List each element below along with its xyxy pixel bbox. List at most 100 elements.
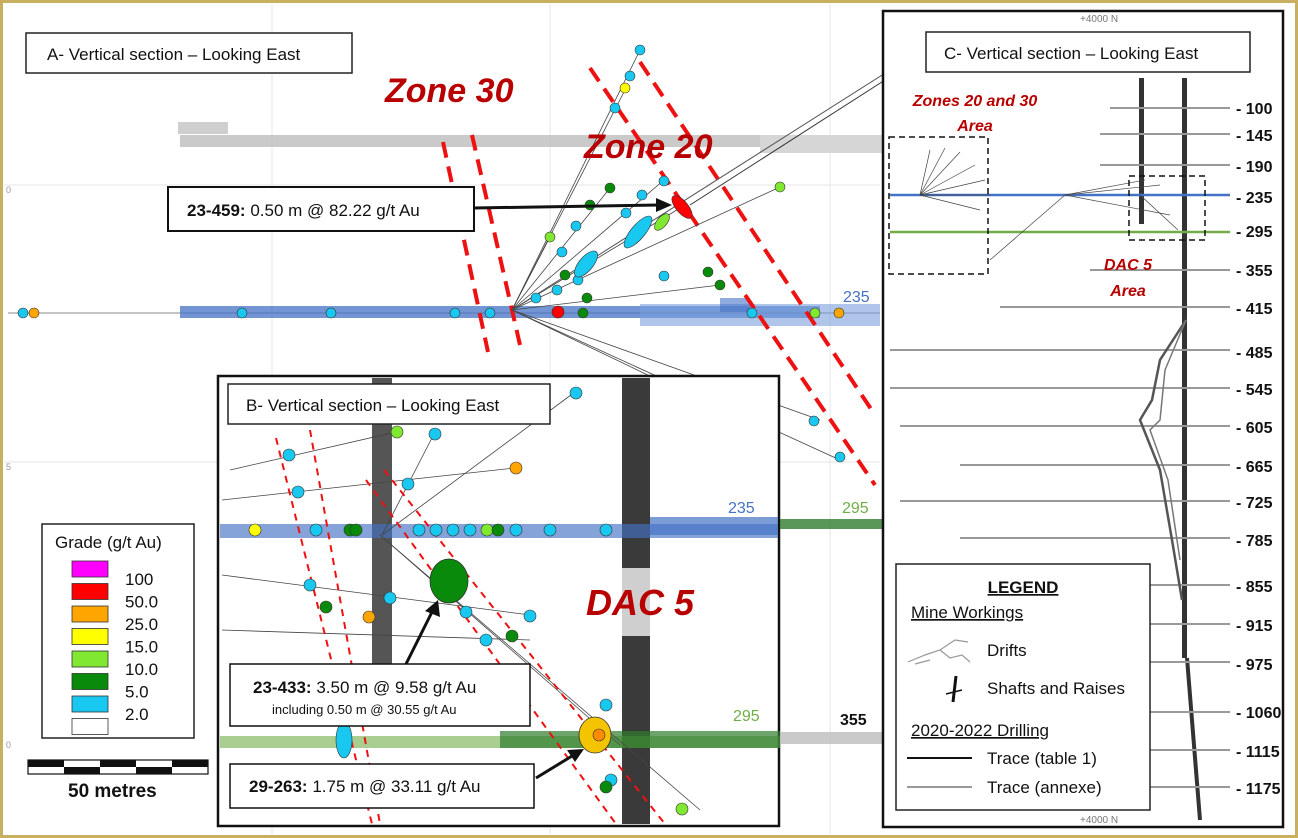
panel-c-title-box <box>925 31 1251 73</box>
panel-c-level-label: - 1060 <box>1236 705 1281 722</box>
grade-label: 15.0 <box>125 638 158 657</box>
panel-c-level-label: - 1175 <box>1236 781 1281 798</box>
grade-label: 2.0 <box>125 705 149 724</box>
panel-b-frame <box>216 374 781 828</box>
zone-20-boundary-lines <box>588 60 877 487</box>
panel-b: B- Vertical section – Looking East 235 2… <box>216 374 781 828</box>
svg-text:23-459: 0.50 m @ 82.22 g/t Au: 23-459: 0.50 m @ 82.22 g/t Au <box>187 201 420 220</box>
legend-trace-table1: Trace (table 1) <box>987 749 1097 768</box>
callout-23-433: 23-433: 3.50 m @ 9.58 g/t Au including 0… <box>229 600 531 727</box>
grid-tick-0: 0 <box>6 185 11 195</box>
panel-c-title: C- Vertical section – Looking East <box>944 44 1198 63</box>
panel-c-grid-top-label: +4000 N <box>1080 14 1118 25</box>
zones-20-30-area-label-line2: Area <box>956 118 993 135</box>
legend-shafts-raises: Shafts and Raises <box>987 679 1125 698</box>
panel-c-level-label: - 145 <box>1236 128 1273 145</box>
grade-label: 25.0 <box>125 615 158 634</box>
dac-5-area-label-line2: Area <box>1109 283 1146 300</box>
grade-label: 10.0 <box>125 660 158 679</box>
panel-a-assay-points <box>17 44 846 463</box>
grade-swatch <box>71 628 109 645</box>
panel-c-level-label: - 785 <box>1236 533 1273 550</box>
panel-link-line <box>689 79 886 206</box>
panel-b-shaft-gap <box>622 568 650 636</box>
zone-30-label: Zone 30 <box>384 72 514 110</box>
panel-a-level-235-label: 235 <box>843 289 870 306</box>
dac-5-area-label-line1: DAC 5 <box>1104 257 1153 274</box>
callout-29-263-value: 1.75 m @ 33.11 g/t Au <box>308 777 481 796</box>
panel-a-level-355-label: 355 <box>840 712 867 729</box>
mine-legend: LEGEND Mine Workings Drifts Shafts and R… <box>895 563 1151 811</box>
callout-23-433-value: 3.50 m @ 9.58 g/t Au <box>312 678 477 697</box>
panel-c-level-label: - 235 <box>1236 190 1273 207</box>
panel-c-level-label: - 190 <box>1236 159 1273 176</box>
panel-c-level-labels: - 100 - 145 - 190 - 235 - 295 - 355 - 415 - 485… <box>1236 101 1281 798</box>
legend-title: LEGEND <box>988 578 1059 597</box>
panel-c-level-label: - 855 <box>1236 579 1273 596</box>
grade-swatch <box>71 583 109 600</box>
panel-b-level-235-label: 235 <box>728 500 755 517</box>
panel-a-intercept-ellipses <box>574 195 693 278</box>
zones-20-30-area-box <box>888 136 989 275</box>
grade-label: 5.0 <box>125 683 149 702</box>
grade-swatch <box>71 673 109 690</box>
grade-legend-rows: 100 50.0 25.0 15.0 10.0 5.0 2.0 <box>71 560 158 735</box>
panel-c-grid-bottom-label: +4000 N <box>1080 815 1118 826</box>
grade-swatch <box>71 718 109 735</box>
scale-bar-label: 50 metres <box>68 781 157 802</box>
panel-c-drill-traces <box>919 147 1179 261</box>
callout-23-459-value: 0.50 m @ 82.22 g/t Au <box>246 201 420 220</box>
grid-tick-0b: 0 <box>6 740 11 750</box>
panel-c-level-label: - 100 <box>1236 101 1273 118</box>
panel-c-level-label: - 1115 <box>1236 744 1280 761</box>
legend-mine-workings: Mine Workings <box>911 603 1023 622</box>
shafts-raises-icon <box>945 675 963 703</box>
grade-swatch <box>71 560 109 578</box>
panel-c-level-label: - 725 <box>1236 495 1273 512</box>
panel-c-level-label: - 355 <box>1236 263 1273 280</box>
panel-c-level-label: - 605 <box>1236 420 1273 437</box>
scale-bar: 50 metres <box>27 759 209 802</box>
grade-legend: Grade (g/t Au) 100 50.0 25.0 15.0 10.0 5.0 2.0 <box>41 523 195 739</box>
panel-a-level-235-drift <box>8 298 880 326</box>
panel-a-upper-drift <box>178 122 885 153</box>
grade-swatch <box>71 605 109 623</box>
legend-trace-annexe: Trace (annexe) <box>987 778 1102 797</box>
callout-23-433-sub: including 0.50 m @ 30.55 g/t Au <box>272 702 456 717</box>
panel-c-level-label: - 295 <box>1236 224 1273 241</box>
panel-b-dac5-boundary-lines <box>275 429 666 825</box>
callout-29-263: 29-263: 1.75 m @ 33.11 g/t Au <box>229 749 584 809</box>
grade-legend-title: Grade (g/t Au) <box>55 533 162 552</box>
grade-label: 100 <box>125 570 153 589</box>
legend-drifts: Drifts <box>987 641 1027 660</box>
grid-tick-5: 5 <box>6 462 11 472</box>
svg-text:29-263: 1.75 m @ 33.11 g/t Au: 29-263: 1.75 m @ 33.11 g/t Au <box>249 777 481 796</box>
panel-b-title: B- Vertical section – Looking East <box>246 396 500 415</box>
grade-swatch <box>71 695 109 713</box>
panel-a-level-355-drift <box>780 732 882 744</box>
panel-b-level-295-label: 295 <box>733 708 760 725</box>
panel-a-title-box: A- Vertical section – Looking East <box>25 32 353 74</box>
panel-c-level-label: - 415 <box>1236 301 1273 318</box>
panel-b-assay-points <box>248 386 689 816</box>
zones-20-30-area-label-line1: Zones 20 and 30 <box>912 93 1038 110</box>
callout-29-263-hole: 29-263: <box>249 777 308 796</box>
dac-5-label: DAC 5 <box>586 582 695 623</box>
grade-label: 50.0 <box>125 593 158 612</box>
callout-23-459: 23-459: 0.50 m @ 82.22 g/t Au <box>167 186 672 232</box>
panel-a-level-295-drift <box>780 519 882 529</box>
callout-23-459-hole: 23-459: <box>187 201 246 220</box>
panel-c-level-label: - 665 <box>1236 459 1273 476</box>
panel-a-title: A- Vertical section – Looking East <box>47 45 301 64</box>
drifts-icon <box>907 639 971 665</box>
legend-drilling: 2020-2022 Drilling <box>911 721 1049 740</box>
panel-b-intercept-blue <box>335 721 353 759</box>
panel-c: +4000 N +4000 N <box>881 9 1285 829</box>
panel-c-level-label: - 545 <box>1236 382 1273 399</box>
panel-c-level-label: - 485 <box>1236 345 1273 362</box>
svg-text:23-433: 3.50 m @ 9.58 g/t Au: 23-433: 3.50 m @ 9.58 g/t Au <box>253 678 476 697</box>
panel-b-title-box <box>227 383 551 425</box>
panel-c-level-label: - 975 <box>1236 657 1273 674</box>
